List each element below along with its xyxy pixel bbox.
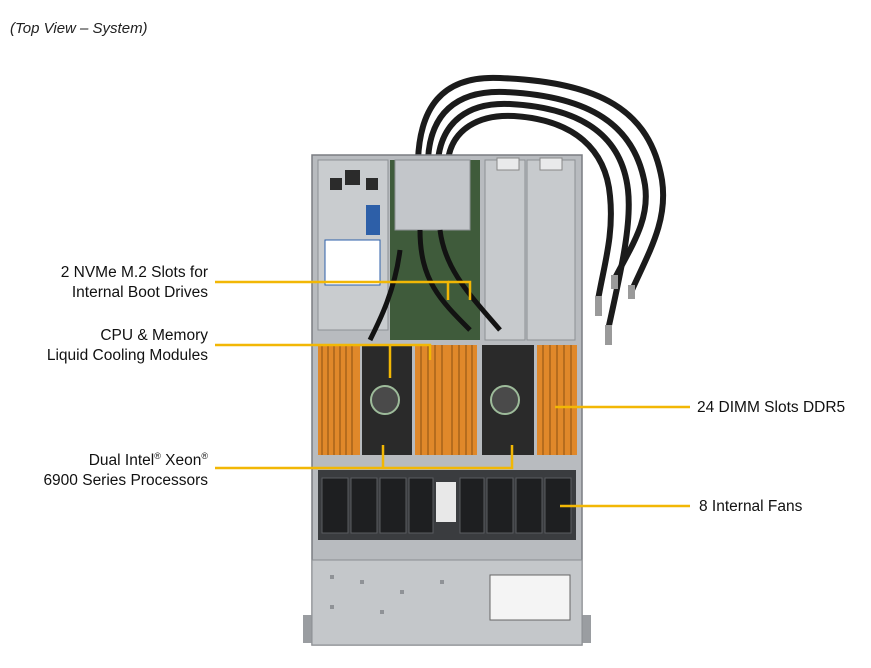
cpu-callout-line1: Dual Intel® Xeon® bbox=[10, 451, 208, 471]
cooling-callout: CPU & Memory Liquid Cooling Modules bbox=[15, 326, 208, 366]
power-supply-1 bbox=[484, 159, 526, 341]
cpu-callout-line2: 6900 Series Processors bbox=[43, 472, 208, 489]
callout-leader-lines bbox=[215, 280, 690, 508]
dimm-callout: 24 DIMM Slots DDR5 bbox=[697, 399, 846, 416]
cpu-family-text: Xeon bbox=[160, 452, 202, 469]
dimm-bank-2 bbox=[415, 345, 477, 455]
cooling-leader bbox=[215, 343, 432, 360]
nvme-callout-line2: Internal Boot Drives bbox=[71, 284, 208, 301]
nvme-callout: 2 NVMe M.2 Slots for Internal Boot Drive… bbox=[15, 263, 208, 303]
service-label bbox=[324, 239, 381, 286]
nvme-callout-line1: 2 NVMe M.2 Slots for bbox=[60, 264, 208, 281]
view-caption: (Top View – System) bbox=[10, 20, 148, 37]
cpu-brand-text: Dual Intel bbox=[88, 452, 155, 469]
cooling-callout-line2: Liquid Cooling Modules bbox=[46, 347, 208, 364]
cpu-callout: Dual Intel® Xeon® 6900 Series Processors bbox=[10, 451, 208, 491]
front-label bbox=[489, 574, 571, 621]
liquid-cooling-hoses bbox=[415, 74, 667, 333]
hose-connectors bbox=[595, 275, 635, 345]
cooling-callout-line1: CPU & Memory bbox=[100, 327, 208, 344]
registered-mark: ® bbox=[201, 450, 208, 461]
nvme-leader-2 bbox=[448, 280, 472, 300]
registered-mark: ® bbox=[154, 450, 161, 461]
fans-callout: 8 Internal Fans bbox=[699, 498, 803, 515]
dimm-bank-1 bbox=[318, 345, 360, 455]
cpu-leader bbox=[215, 445, 514, 470]
power-supply-2 bbox=[526, 159, 576, 341]
